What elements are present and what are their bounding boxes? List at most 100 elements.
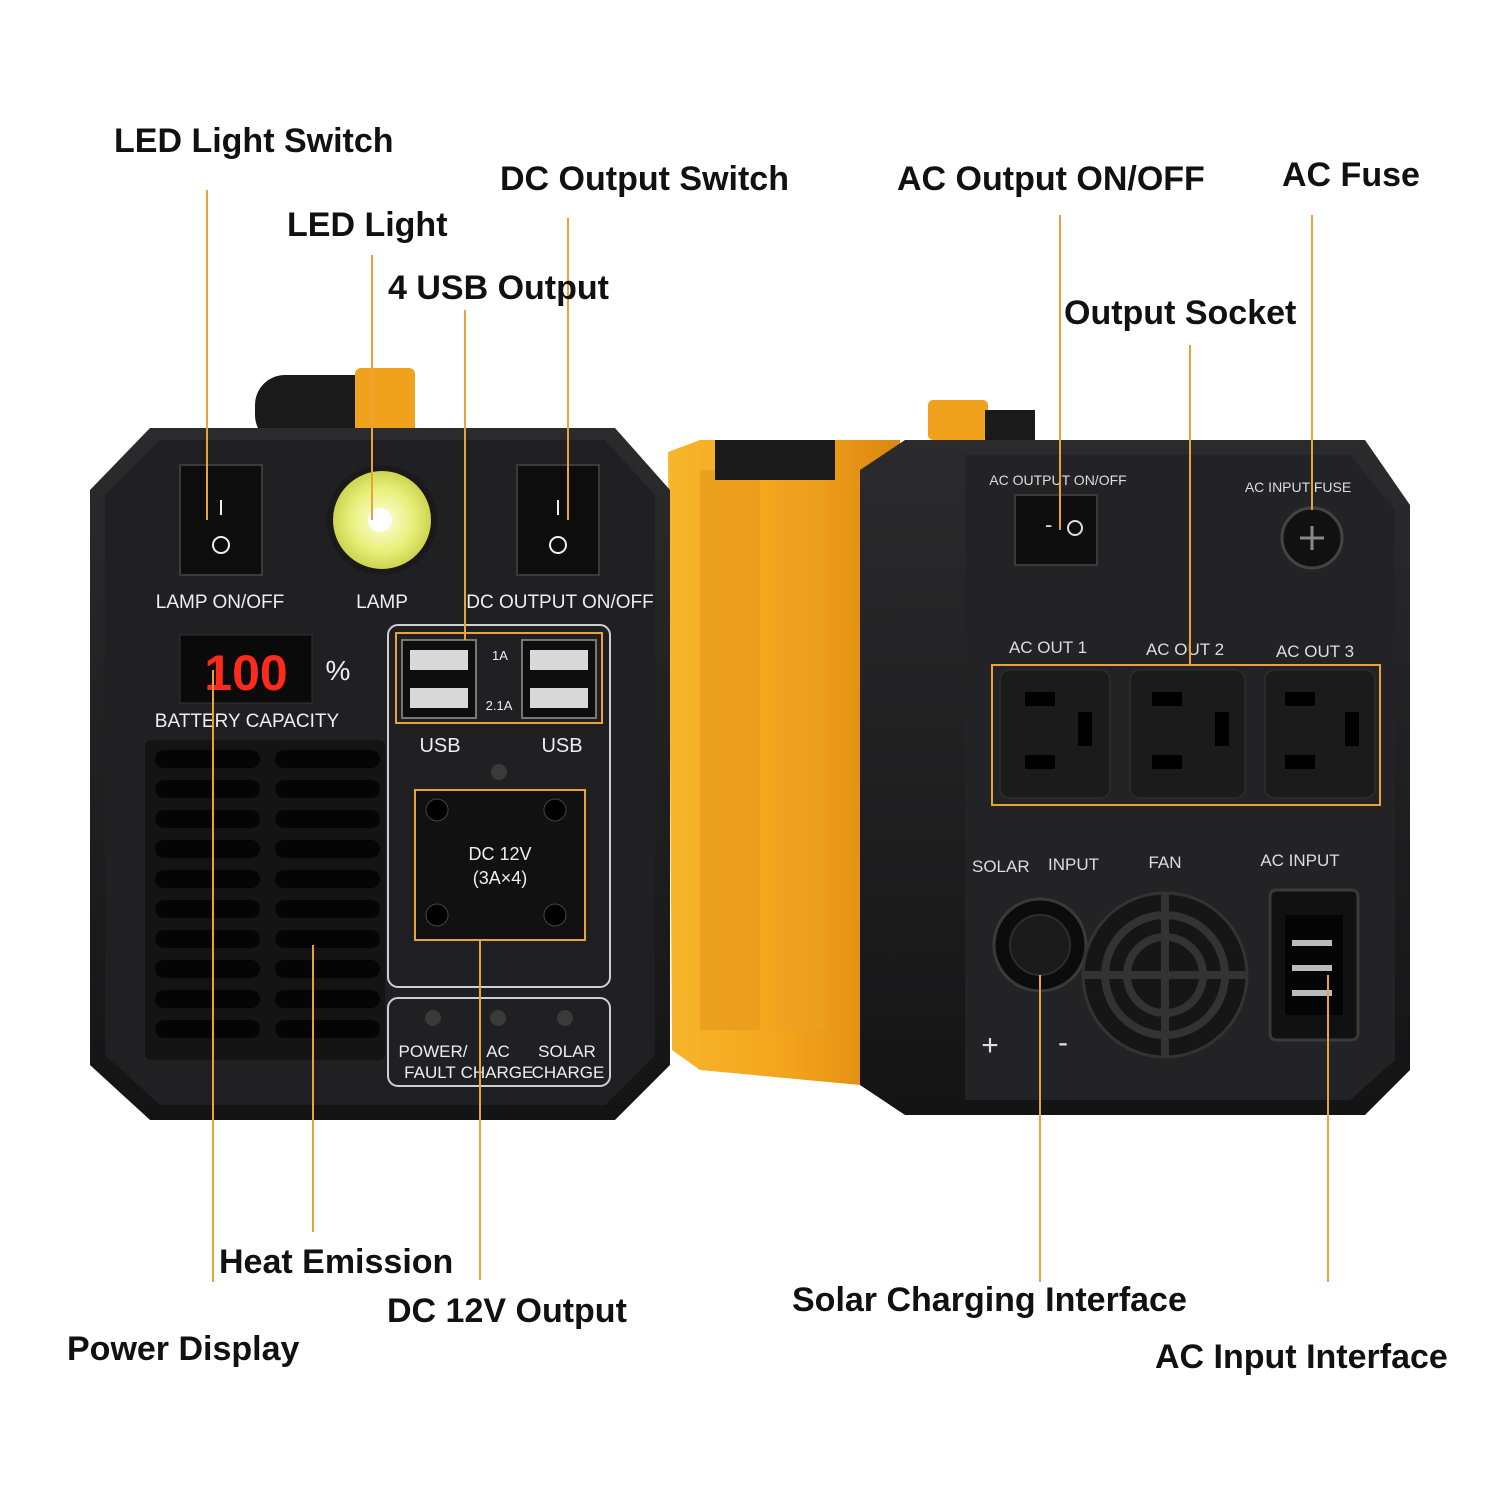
dc-port[interactable] <box>543 903 567 927</box>
power-fault-led <box>425 1010 441 1026</box>
solar-charge-label-1: SOLAR <box>538 1042 596 1061</box>
switch-off-mark <box>549 536 567 554</box>
callout-power-display: Power Display <box>67 1330 300 1368</box>
solar-port-cap <box>1009 914 1071 976</box>
callout-heat-emission: Heat Emission <box>219 1243 454 1281</box>
usb-port[interactable] <box>410 650 468 670</box>
fan-grille <box>1081 891 1249 1059</box>
ac-input-label: AC INPUT <box>1260 851 1339 870</box>
ac-switch-label: AC OUTPUT ON/OFF <box>989 472 1126 488</box>
outlet-1-label: AC OUT 1 <box>1009 638 1087 657</box>
power-fault-label-1: POWER/ <box>399 1042 468 1061</box>
dc-port[interactable] <box>425 798 449 822</box>
power-fault-label-2: FAULT <box>404 1063 456 1082</box>
indicator-panel-frame <box>387 997 611 1087</box>
battery-readout: 100 <box>204 645 287 701</box>
switch-off-mark <box>212 536 230 554</box>
top-knob-rear <box>985 410 1035 445</box>
vent-slot <box>275 930 380 948</box>
ac-outlet-1[interactable] <box>999 669 1111 799</box>
vent-slot <box>155 960 260 978</box>
output-socket-highlight <box>991 664 1381 806</box>
callout-led-light: LED Light <box>287 206 448 244</box>
outlet-3-label: AC OUT 3 <box>1276 642 1354 661</box>
vent-slot <box>275 840 380 858</box>
vent-slot <box>155 750 260 768</box>
callout-output-socket: Output Socket <box>1064 294 1297 332</box>
dc-port[interactable] <box>425 903 449 927</box>
solar-label: SOLAR <box>972 857 1030 876</box>
dc-switch-label: DC OUTPUT ON/OFF <box>466 592 654 613</box>
callout-dc12v-output: DC 12V Output <box>387 1292 627 1330</box>
lamp-center <box>368 508 392 532</box>
usb-rate-bottom: 2.1A <box>486 698 513 713</box>
ac-charge-label-2: CHARGE <box>461 1063 534 1082</box>
switch-on-mark <box>1067 520 1083 536</box>
solar-charge-label-2: CHARGE <box>532 1063 605 1082</box>
ac-output-switch[interactable] <box>1014 494 1098 566</box>
top-handle-rear <box>715 440 835 480</box>
dc-output-switch[interactable] <box>516 464 600 576</box>
vent-slot <box>155 1020 260 1038</box>
dc-port-label-2: (3A×4) <box>473 868 528 888</box>
callout-led-light-switch: LED Light Switch <box>114 122 394 160</box>
vent-slot <box>155 840 260 858</box>
usb-highlight <box>395 632 603 724</box>
front-unit: LAMP ON/OFF LAMP DC OUTPUT ON/OFF 100 % … <box>90 368 670 1120</box>
vent-slot <box>275 810 380 828</box>
callout-lines <box>206 190 1329 1282</box>
heat-vent-grille <box>145 740 385 1060</box>
fuse-label: AC INPUT FUSE <box>1245 479 1351 495</box>
dc-port[interactable] <box>543 798 567 822</box>
battery-label: BATTERY CAPACITY <box>155 711 340 732</box>
usb-port-group-left <box>401 639 477 719</box>
vent-slot <box>275 960 380 978</box>
usb-rate-top: 1A <box>492 648 508 663</box>
usb-port[interactable] <box>530 650 588 670</box>
minus-mark: - <box>1058 1026 1068 1059</box>
vent-slot <box>155 810 260 828</box>
rear-unit: - AC OUTPUT ON/OFF AC INPUT FUSE AC OUT … <box>668 400 1410 1115</box>
vent-slot <box>275 780 380 798</box>
callout-ac-input-interface: AC Input Interface <box>1155 1338 1448 1376</box>
ac-input-pin <box>1292 940 1332 946</box>
usb-left-label: USB <box>419 735 460 757</box>
vent-slot <box>275 1020 380 1038</box>
vent-slot <box>155 990 260 1008</box>
battery-display <box>179 634 313 704</box>
usb-port-group-right <box>521 639 597 719</box>
side-rib <box>700 470 760 1030</box>
callout-ac-output-onoff: AC Output ON/OFF <box>897 160 1205 198</box>
fan-label: FAN <box>1148 853 1181 872</box>
vent-slot <box>275 990 380 1008</box>
switch-off-mark: - <box>1045 512 1052 537</box>
callout-usb-output: 4 USB Output <box>388 269 609 307</box>
vent-slot <box>155 780 260 798</box>
usb-indicator-led <box>491 764 507 780</box>
handle-clip-rear <box>928 400 988 440</box>
ac-outlet-2[interactable] <box>1129 669 1246 799</box>
solar-charge-led <box>557 1010 573 1026</box>
usb-right-label: USB <box>541 735 582 757</box>
plus-mark: + <box>981 1029 999 1062</box>
outlet-2-label: AC OUT 2 <box>1146 640 1224 659</box>
vent-slot <box>155 870 260 888</box>
percent-sign: % <box>326 655 351 686</box>
usb-port[interactable] <box>530 688 588 708</box>
vent-slot <box>155 930 260 948</box>
output-panel-frame <box>387 624 611 988</box>
lamp-switch-label: LAMP ON/OFF <box>156 592 284 613</box>
usb-port[interactable] <box>410 688 468 708</box>
vent-slot <box>275 870 380 888</box>
vent-slot <box>275 750 380 768</box>
ac-charge-led <box>490 1010 506 1026</box>
lamp-label: LAMP <box>356 592 408 613</box>
handle-clip-front <box>355 368 415 438</box>
dc-port-label-1: DC 12V <box>468 844 531 864</box>
ac-input-pin <box>1292 990 1332 996</box>
vent-slot <box>155 900 260 918</box>
ac-outlet-3[interactable] <box>1264 669 1376 799</box>
lamp-switch[interactable] <box>179 464 263 576</box>
callout-ac-fuse: AC Fuse <box>1282 156 1420 194</box>
